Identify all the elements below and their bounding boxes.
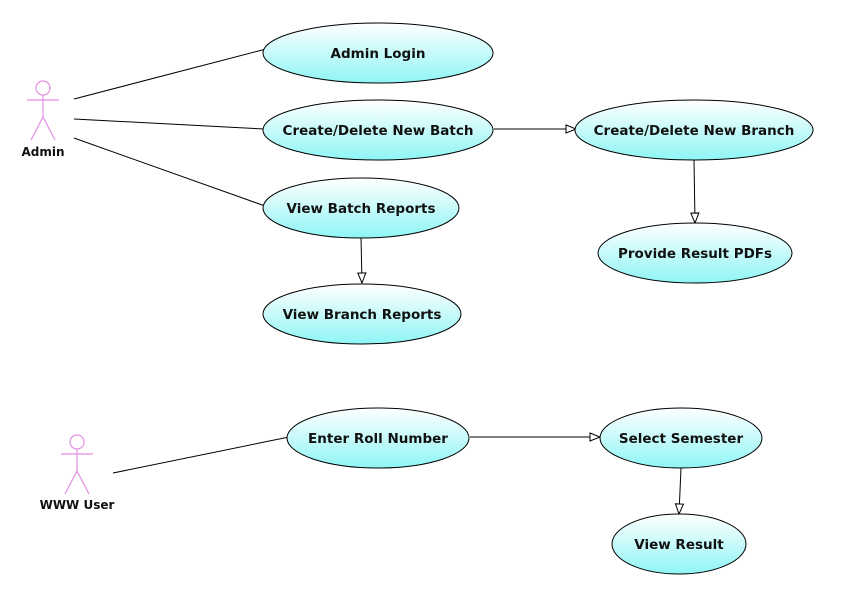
actor-admin[interactable]: Admin bbox=[21, 80, 65, 159]
association-user-enter-roll bbox=[112, 436, 290, 474]
actor-label: WWW User bbox=[40, 498, 115, 512]
use-case-enter-roll-number[interactable]: Enter Roll Number bbox=[286, 407, 470, 469]
association-admin-view-batch-reports bbox=[73, 137, 266, 207]
flow-branch-to-pdfs bbox=[694, 159, 695, 223]
use-case-view-batch-reports[interactable]: View Batch Reports bbox=[262, 177, 460, 239]
use-case-label: Select Semester bbox=[619, 431, 744, 447]
use-case-label: Create/Delete New Batch bbox=[283, 123, 474, 139]
use-case-select-semester[interactable]: Select Semester bbox=[599, 407, 763, 469]
stick-figure-icon bbox=[61, 434, 93, 495]
actor-www-user[interactable]: WWW User bbox=[40, 434, 115, 512]
use-case-label: Enter Roll Number bbox=[308, 431, 448, 447]
use-case-view-branch-reports[interactable]: View Branch Reports bbox=[262, 283, 462, 345]
stick-figure-icon bbox=[27, 80, 59, 141]
flow-batch-reports-to-branch-reports bbox=[361, 236, 362, 283]
association-admin-admin-login bbox=[73, 48, 267, 100]
use-case-provide-result-pdfs[interactable]: Provide Result PDFs bbox=[597, 222, 793, 284]
use-case-label: Provide Result PDFs bbox=[618, 246, 772, 262]
use-case-label: Admin Login bbox=[331, 46, 426, 62]
use-case-create-delete-batch[interactable]: Create/Delete New Batch bbox=[262, 99, 494, 161]
use-case-admin-login[interactable]: Admin Login bbox=[262, 22, 494, 84]
actor-label: Admin bbox=[21, 145, 64, 159]
use-case-label: View Branch Reports bbox=[283, 307, 442, 323]
use-case-view-result[interactable]: View Result bbox=[611, 513, 747, 575]
use-case-label: Create/Delete New Branch bbox=[594, 123, 795, 139]
use-case-create-delete-branch[interactable]: Create/Delete New Branch bbox=[574, 99, 814, 161]
association-admin-create-batch bbox=[73, 118, 265, 130]
use-case-label: View Result bbox=[634, 537, 724, 553]
flow-semester-to-result bbox=[679, 467, 681, 514]
use-case-label: View Batch Reports bbox=[287, 201, 436, 217]
